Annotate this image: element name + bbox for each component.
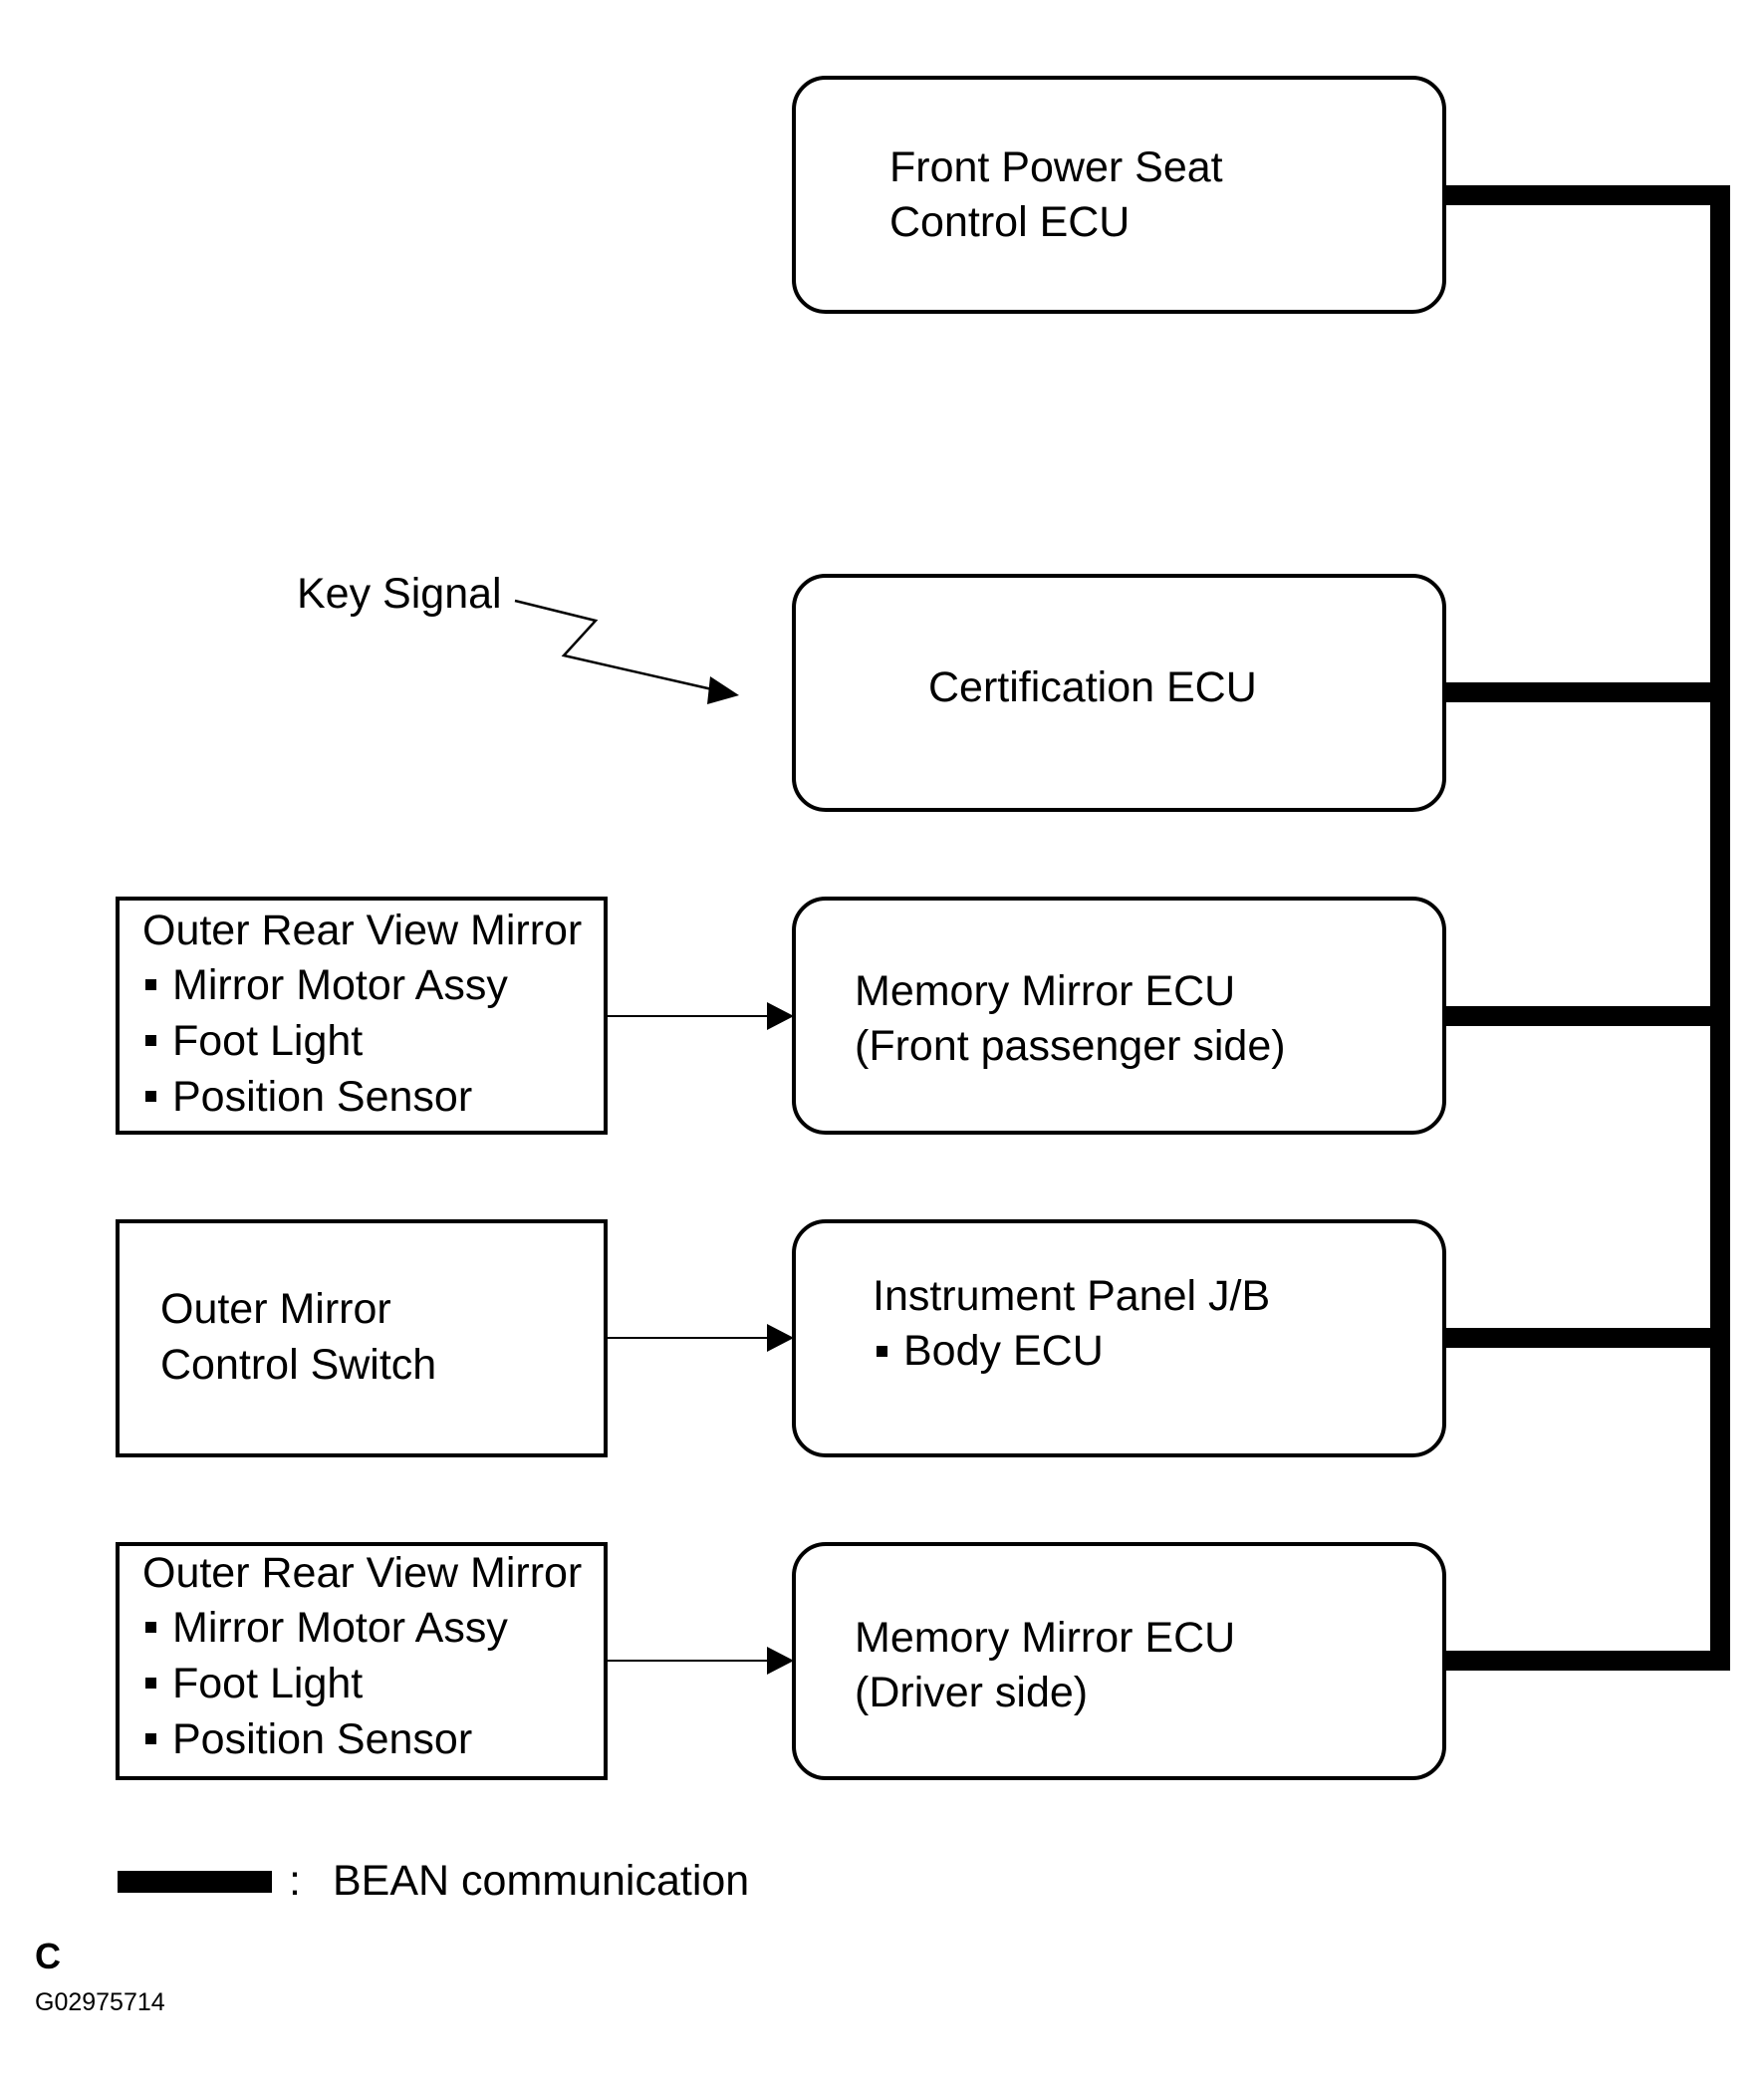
ecu-instrument-panel-jb: Instrument Panel J/B Body ECU — [792, 1219, 1446, 1457]
corner-letter: C — [35, 1936, 61, 1976]
ecu-front-power-seat: Front Power Seat Control ECU — [792, 76, 1446, 314]
input-outer-rear-view-mirror-driver: Outer Rear View Mirror Mirror Motor Assy… — [116, 1542, 608, 1780]
input-box — [116, 1542, 608, 1780]
bean-bus — [1444, 185, 1730, 1671]
ecu-label-line: Certification ECU — [928, 663, 1257, 711]
ecu-label-line: Memory Mirror ECU — [855, 967, 1235, 1015]
ecu-memory-mirror-passenger: Memory Mirror ECU (Front passenger side) — [792, 897, 1446, 1135]
ecu-box — [792, 76, 1446, 314]
bullet-icon — [145, 1622, 156, 1633]
figure-code: G02975714 — [35, 1988, 165, 2016]
key-signal: Key Signal — [297, 570, 739, 704]
bullet-icon — [145, 979, 156, 990]
input-box — [116, 897, 608, 1135]
legend-bean-swatch — [118, 1871, 272, 1893]
input-outer-rear-view-mirror-passenger: Outer Rear View Mirror Mirror Motor Assy… — [116, 897, 608, 1135]
ecu-label-line: Memory Mirror ECU — [855, 1614, 1235, 1662]
ecu-label-line: Control ECU — [889, 198, 1130, 246]
input-title: Outer Rear View Mirror — [142, 907, 582, 954]
ecu-certification: Certification ECU — [792, 574, 1446, 812]
ecu-memory-mirror-driver: Memory Mirror ECU (Driver side) — [792, 1542, 1446, 1780]
input-title: Outer Rear View Mirror — [142, 1549, 582, 1597]
input-item: Foot Light — [172, 1017, 363, 1065]
wireless-signal-line — [514, 599, 713, 691]
ecu-label-line: Body ECU — [903, 1327, 1104, 1375]
ecu-label-line: (Front passenger side) — [855, 1022, 1286, 1070]
key-signal-label: Key Signal — [297, 570, 502, 618]
bullet-icon — [145, 1035, 156, 1046]
arrowhead-icon — [767, 1324, 794, 1352]
bullet-icon — [877, 1346, 887, 1357]
input-item: Foot Light — [172, 1660, 363, 1707]
arrowhead-icon — [767, 1002, 794, 1030]
ecu-box — [792, 574, 1446, 812]
input-title-line2: Control Switch — [160, 1341, 436, 1389]
input-item: Mirror Motor Assy — [172, 961, 508, 1009]
ecu-label-line: Instrument Panel J/B — [873, 1272, 1270, 1320]
input-box — [116, 1219, 608, 1457]
input-item: Mirror Motor Assy — [172, 1604, 508, 1652]
input-title: Outer Mirror — [160, 1285, 391, 1333]
input-arrows — [606, 1002, 794, 1675]
arrowhead-icon — [767, 1647, 794, 1675]
input-item: Position Sensor — [172, 1073, 472, 1121]
legend-colon: : — [289, 1857, 301, 1905]
bullet-icon — [145, 1733, 156, 1744]
ecu-label-line: (Driver side) — [855, 1669, 1088, 1716]
bullet-icon — [145, 1091, 156, 1102]
ecu-label-line: Front Power Seat — [889, 143, 1223, 191]
ecu-box — [792, 1219, 1446, 1457]
wireless-arrowhead-icon — [707, 676, 739, 704]
ecu-box — [792, 897, 1446, 1135]
legend-label: BEAN communication — [333, 1857, 749, 1905]
input-item: Position Sensor — [172, 1715, 472, 1763]
legend: : BEAN communication — [118, 1857, 749, 1905]
input-outer-mirror-control-switch: Outer Mirror Control Switch — [116, 1219, 608, 1457]
ecu-box — [792, 1542, 1446, 1780]
bullet-icon — [145, 1678, 156, 1689]
